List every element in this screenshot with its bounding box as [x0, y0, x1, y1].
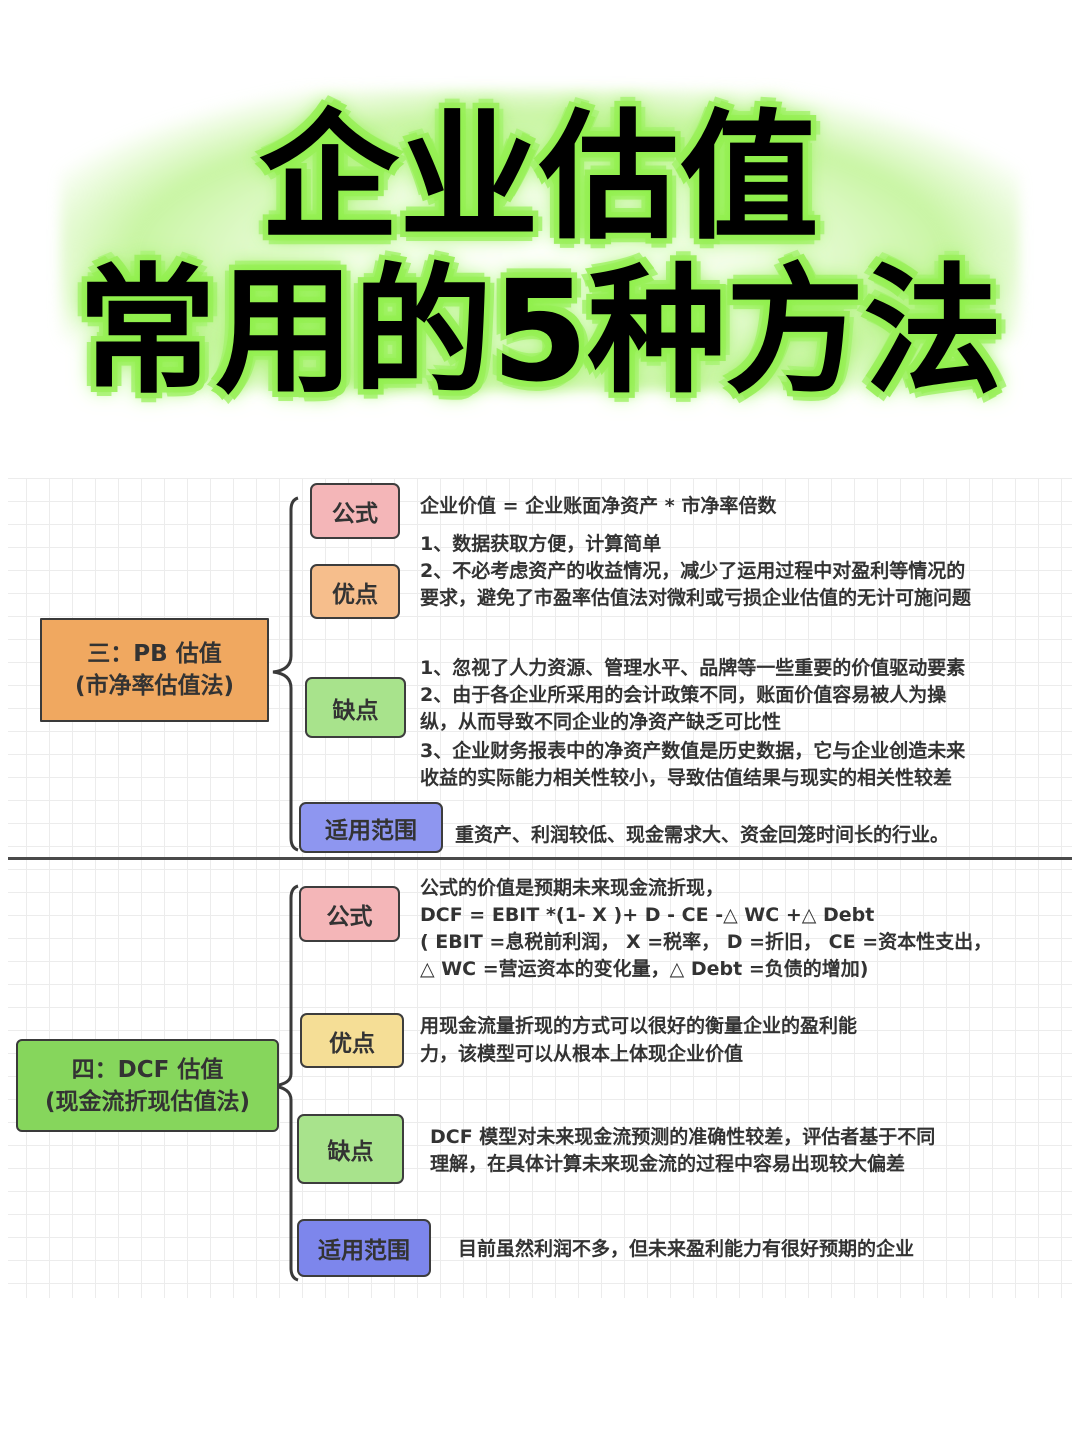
pros-line-1: 1、数据获取方便，计算简单: [420, 533, 662, 555]
cons-line-1: 1、忽视了人力资源、管理水平、品牌等一些重要的价值驱动要素: [420, 657, 966, 679]
root-node-pb[interactable]: 三：PB 估值 (市净率估值法): [40, 618, 269, 722]
tag-cons[interactable]: 缺点: [297, 1114, 404, 1184]
cons-line-4: 3、企业财务报表中的净资产数值是历史数据，它与企业创造未来: [420, 740, 966, 762]
title-banner: 企业估值 常用的5种方法: [0, 60, 1080, 420]
pros-line-1: 用现金流量折现的方式可以很好的衡量企业的盈利能: [420, 1015, 858, 1037]
title-glow: [60, 90, 1020, 390]
tag-formula[interactable]: 公式: [310, 483, 400, 539]
cons-line-3: 纵，从而导致不同企业的净资产缺乏可比性: [420, 711, 782, 733]
tag-pros[interactable]: 优点: [310, 564, 400, 619]
tag-pros[interactable]: 优点: [300, 1013, 404, 1068]
grid-canvas: [8, 478, 1072, 1298]
tag-scope[interactable]: 适用范围: [299, 802, 443, 853]
root-title: 三：PB 估值: [87, 641, 222, 667]
root-title: 四：DCF 估值: [71, 1056, 224, 1083]
root-node-dcf[interactable]: 四：DCF 估值 (现金流折现估值法): [16, 1039, 279, 1132]
formula-line-3: ( EBIT =息税前利润， X =税率， D =折旧， CE =资本性支出，: [420, 931, 993, 953]
tag-scope[interactable]: 适用范围: [297, 1219, 431, 1277]
cons-line-5: 收益的实际能力相关性较小，导致估值结果与现实的相关性较差: [420, 767, 953, 789]
scope-text: 目前虽然利润不多，但未来盈利能力有很好预期的企业: [458, 1238, 915, 1260]
pros-line-3: 要求，避免了市盈率估值法对微利或亏损企业估值的无计可施问题: [420, 587, 972, 609]
formula-line-1: 公式的价值是预期未来现金流折现，: [420, 877, 725, 899]
tag-cons[interactable]: 缺点: [305, 677, 406, 738]
title-line-2: 常用的5种方法: [77, 251, 1003, 412]
formula-line-4: △ WC =营运资本的变化量，△ Debt =负债的增加): [420, 958, 869, 980]
cons-line-2: 2、由于各企业所采用的会计政策不同，账面价值容易被人为操: [420, 684, 947, 706]
cons-line-2: 理解，在具体计算未来现金流的过程中容易出现较大偏差: [430, 1153, 906, 1175]
root-subtitle: (市净率估值法): [74, 673, 235, 699]
root-subtitle: (现金流折现估值法): [44, 1088, 251, 1115]
title-line-1: 企业估值: [259, 97, 820, 258]
tag-formula[interactable]: 公式: [299, 886, 400, 942]
scope-text: 重资产、利润较低、现金需求大、资金回笼时间长的行业。: [455, 824, 950, 846]
pros-line-2: 2、不必考虑资产的收益情况，减少了运用过程中对盈利等情况的: [420, 560, 966, 582]
section-divider: [8, 857, 1072, 860]
pros-line-2: 力，该模型可以从根本上体现企业价值: [420, 1043, 744, 1065]
formula-text: 企业价值 = 企业账面净资产 * 市净率倍数: [420, 495, 777, 517]
cons-line-1: DCF 模型对未来现金流预测的准确性较差，评估者基于不同: [430, 1126, 936, 1148]
brace-pb: [272, 496, 299, 852]
formula-line-2: DCF = EBIT *(1- X )+ D - CE -△ WC +△ Deb…: [420, 904, 875, 926]
